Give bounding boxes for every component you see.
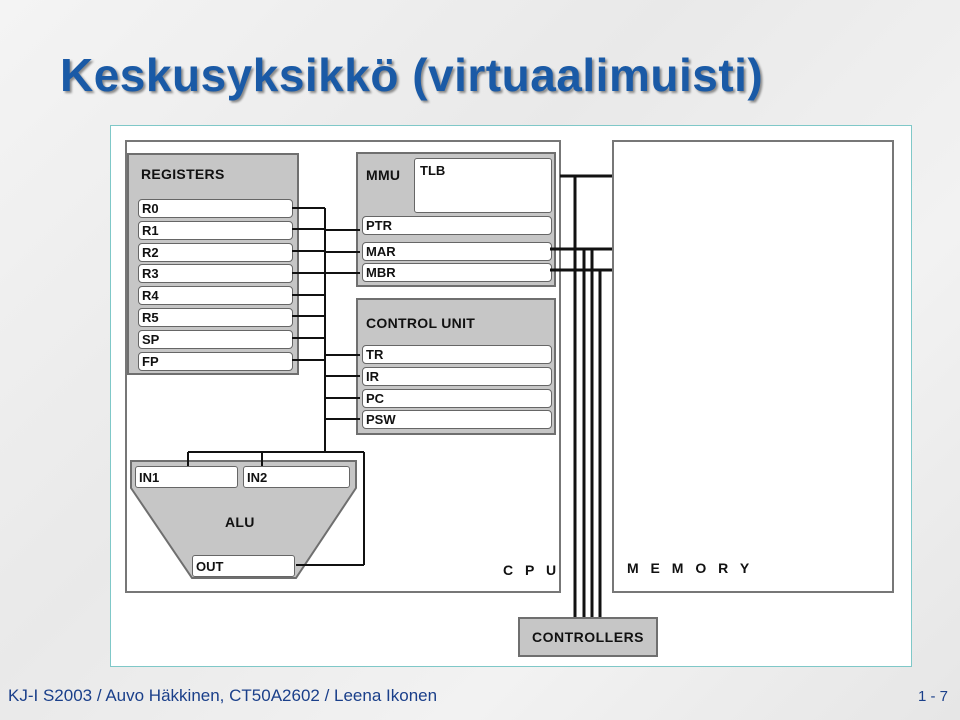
tlb-label: TLB — [420, 163, 446, 178]
alu-in1-box: IN1 — [135, 466, 238, 488]
alu-shape — [130, 460, 357, 579]
register-r4: R4 — [138, 286, 293, 305]
register-r5: R5 — [138, 308, 293, 327]
control-unit-label: CONTROL UNIT — [366, 315, 476, 331]
mmu-panel: MMU TLB PTR MAR MBR — [356, 152, 556, 287]
control-unit-panel: CONTROL UNIT TR IR PC PSW — [356, 298, 556, 435]
alu-label: ALU — [225, 514, 255, 530]
alu-in1-label: IN1 — [139, 470, 160, 485]
register-r3: R3 — [138, 264, 293, 283]
tlb-box: TLB — [414, 158, 552, 213]
page-number: 1 - 7 — [917, 688, 948, 705]
mmu-register-mbr: MBR — [362, 263, 552, 282]
mmu-register-mar: MAR — [362, 242, 552, 261]
alu-in2-label: IN2 — [247, 470, 268, 485]
slide-title: Keskusyksikkö (virtuaalimuisti) — [60, 49, 764, 101]
cpu-label: C P U — [503, 562, 561, 578]
alu-out-label: OUT — [196, 559, 224, 574]
alu-out-box: OUT — [192, 555, 295, 577]
register-sp: SP — [138, 330, 293, 349]
alu-in2-box: IN2 — [243, 466, 350, 488]
control-register-tr: TR — [362, 345, 552, 364]
register-r1: R1 — [138, 221, 293, 240]
registers-label: REGISTERS — [141, 166, 225, 182]
footer-credits: KJ-I S2003 / Auvo Häkkinen, CT50A2602 / … — [8, 686, 438, 705]
register-fp: FP — [138, 352, 293, 371]
register-r2: R2 — [138, 243, 293, 262]
register-r0: R0 — [138, 199, 293, 218]
control-register-pc: PC — [362, 389, 552, 408]
mmu-label: MMU — [366, 167, 401, 183]
memory-label: M E M O R Y — [627, 560, 754, 576]
registers-panel: REGISTERS R0 R1 R2 R3 R4 R5 SP FP — [127, 153, 299, 375]
memory-box — [612, 140, 894, 593]
control-register-ir: IR — [362, 367, 552, 386]
mmu-register-ptr: PTR — [362, 216, 552, 235]
controllers-box: CONTROLLERS — [518, 617, 658, 657]
control-register-psw: PSW — [362, 410, 552, 429]
